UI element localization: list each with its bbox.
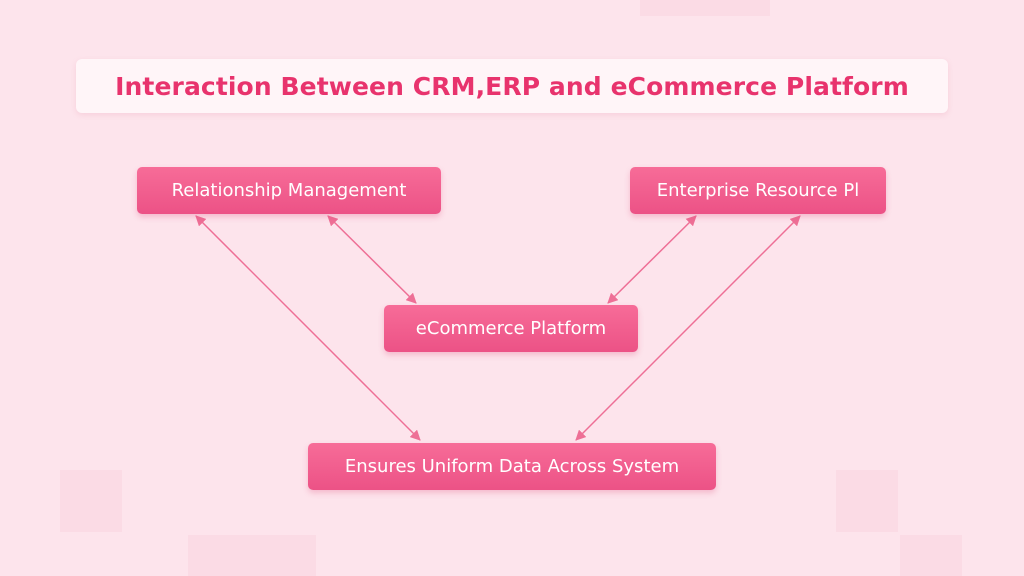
node-label: eCommerce Platform [415, 318, 607, 339]
node-uniform-data: Ensures Uniform Data Across System [308, 443, 716, 490]
background-decoration [900, 535, 962, 576]
background-decoration [640, 0, 770, 16]
connector-erp-ecommerce [607, 215, 697, 304]
connector-crm-ecommerce [327, 215, 417, 304]
node-relationship-management: Relationship Management [137, 167, 441, 214]
diagram-title: Interaction Between CRM,ERP and eCommerc… [115, 71, 909, 101]
title-card: Interaction Between CRM,ERP and eCommerc… [76, 59, 948, 113]
node-enterprise-resource: Enterprise Resource Pl [630, 167, 886, 214]
background-decoration [836, 470, 898, 532]
node-label: Ensures Uniform Data Across System [344, 456, 680, 477]
connector-crm-uniform [195, 215, 421, 441]
background-decoration [188, 535, 316, 576]
node-ecommerce-platform: eCommerce Platform [384, 305, 638, 352]
connector-erp-uniform [575, 215, 801, 441]
node-label: Enterprise Resource Pl [656, 180, 860, 201]
node-label: Relationship Management [171, 180, 407, 201]
background-decoration [60, 470, 122, 532]
